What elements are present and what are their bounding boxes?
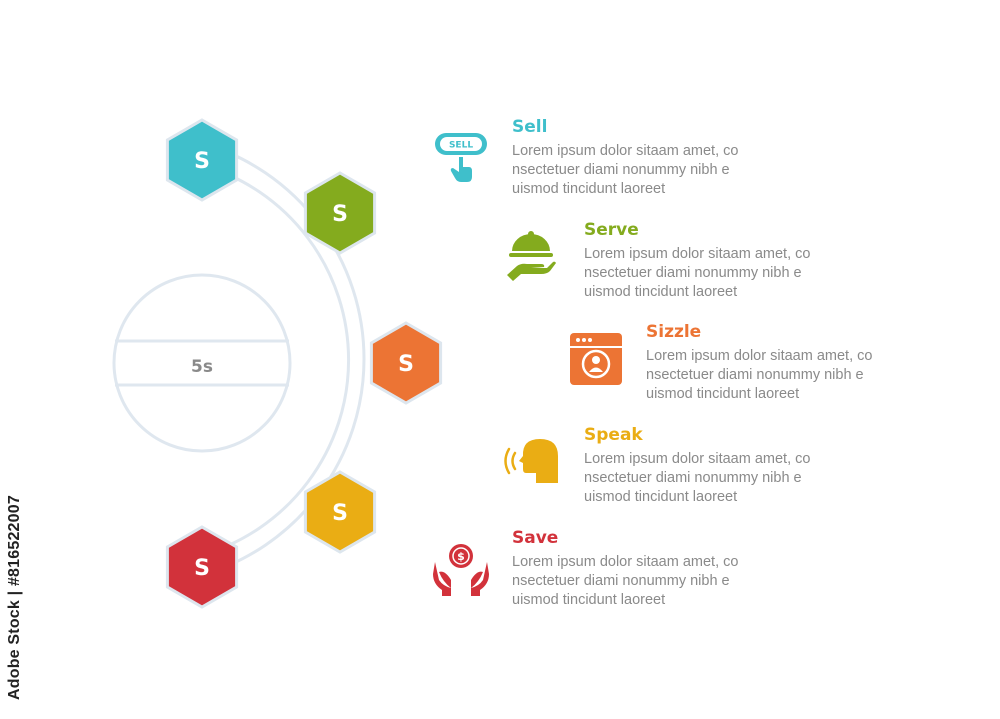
description-line: Lorem ipsum dolor sitaam amet, co <box>584 451 811 467</box>
description-line: nsectetuer diami nonummy nibh e <box>512 573 730 589</box>
item-title: Save <box>512 528 559 548</box>
sell-button-hand-icon: SELL <box>435 133 487 182</box>
item-description: Lorem ipsum dolor sitaam amet, co nsecte… <box>512 553 752 610</box>
item-speak: Speak Lorem ipsum dolor sitaam amet, co … <box>584 424 944 507</box>
hexagon-letter: S <box>194 149 210 174</box>
item-description: Lorem ipsum dolor sitaam amet, co nsecte… <box>646 347 886 404</box>
item-sell: Sell Lorem ipsum dolor sitaam amet, co n… <box>512 116 872 199</box>
description-line: uismod tincidunt laoreet <box>646 386 800 402</box>
coin-symbol: $ <box>457 550 465 563</box>
item-sizzle: Sizzle Lorem ipsum dolor sitaam amet, co… <box>646 321 1000 404</box>
hexagon-letter: S <box>398 352 414 377</box>
item-title: Speak <box>584 425 643 445</box>
item-title: Serve <box>584 220 639 240</box>
item-description: Lorem ipsum dolor sitaam amet, co nsecte… <box>584 450 824 507</box>
inner-arc-ring <box>201 163 350 557</box>
description-line: uismod tincidunt laoreet <box>512 181 666 197</box>
item-serve: Serve Lorem ipsum dolor sitaam amet, co … <box>584 219 944 302</box>
hexagon-letter: S <box>332 501 348 526</box>
hands-coin-icon: $ <box>433 544 489 596</box>
description-line: Lorem ipsum dolor sitaam amet, co <box>584 246 811 262</box>
hexagon-shape <box>303 470 377 554</box>
description-line: Lorem ipsum dolor sitaam amet, co <box>512 143 739 159</box>
hexagon-shape <box>303 171 377 255</box>
hexagon-shape <box>369 321 443 405</box>
hexagon-letter: S <box>332 202 348 227</box>
hexagon-save: S <box>165 525 239 609</box>
serving-tray-icon <box>507 231 556 281</box>
description-line: uismod tincidunt laoreet <box>512 592 666 608</box>
hexagon-sizzle: S <box>369 321 443 405</box>
description-line: nsectetuer diami nonummy nibh e <box>512 162 730 178</box>
speaking-head-icon <box>504 439 558 483</box>
description-line: uismod tincidunt laoreet <box>584 284 738 300</box>
description-line: nsectetuer diami nonummy nibh e <box>584 470 802 486</box>
hexagon-shape <box>165 525 239 609</box>
sell-button-text: SELL <box>449 141 473 151</box>
hexagon-serve: S <box>303 171 377 255</box>
description-line: nsectetuer diami nonummy nibh e <box>646 367 864 383</box>
watermark-text: Adobe Stock | #816522007 <box>6 495 23 700</box>
center-label: 5s <box>191 357 213 377</box>
hexagon-shape <box>165 118 239 202</box>
hexagon-speak: S <box>303 470 377 554</box>
item-description: Lorem ipsum dolor sitaam amet, co nsecte… <box>584 245 824 302</box>
item-title: Sizzle <box>646 322 702 342</box>
center-circle: 5s <box>112 273 292 453</box>
item-title: Sell <box>512 117 548 137</box>
description-line: nsectetuer diami nonummy nibh e <box>584 265 802 281</box>
description-line: uismod tincidunt laoreet <box>584 489 738 505</box>
hexagon-letter: S <box>194 556 210 581</box>
description-line: Lorem ipsum dolor sitaam amet, co <box>512 554 739 570</box>
item-description: Lorem ipsum dolor sitaam amet, co nsecte… <box>512 142 752 199</box>
item-save: Save Lorem ipsum dolor sitaam amet, co n… <box>512 527 872 610</box>
description-line: Lorem ipsum dolor sitaam amet, co <box>646 348 873 364</box>
browser-user-icon <box>570 333 622 385</box>
outer-arc-ring <box>201 141 366 577</box>
hexagon-sell: S <box>165 118 239 202</box>
